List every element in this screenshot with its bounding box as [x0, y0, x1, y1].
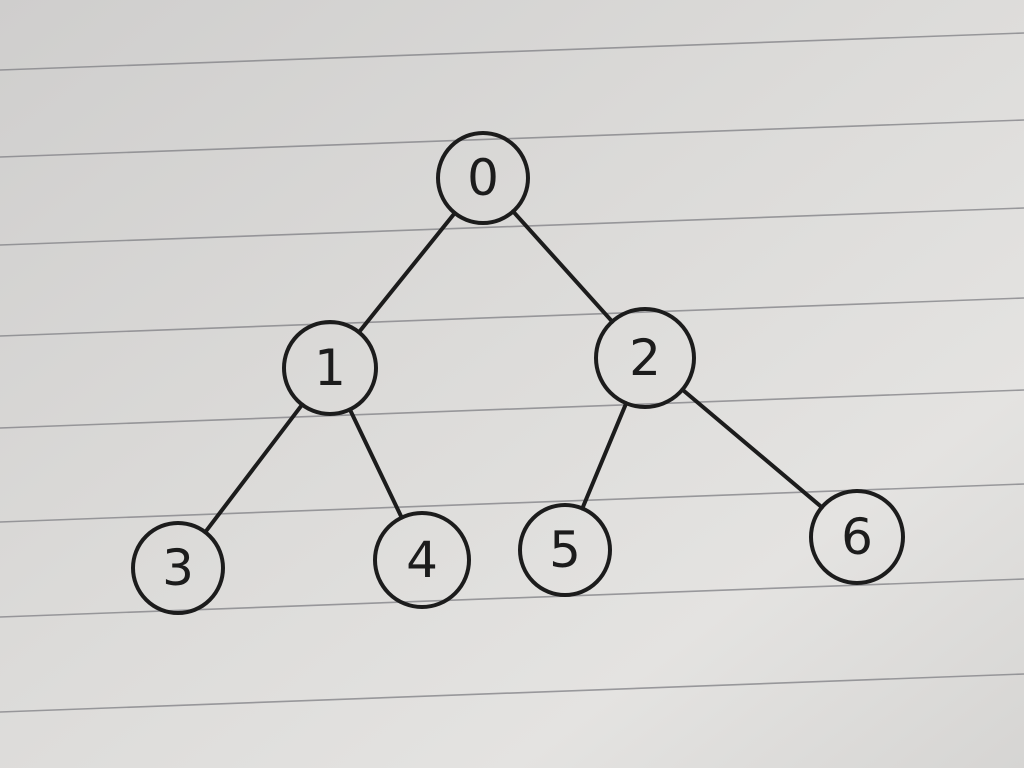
node-circle	[131, 521, 225, 615]
tree-edges	[203, 209, 824, 535]
edge-2-5	[580, 401, 629, 511]
edge-1-3	[203, 402, 305, 535]
node-label: 3	[162, 539, 194, 597]
edge-2-6	[680, 387, 824, 510]
node-circle	[809, 489, 905, 585]
node-circle	[594, 307, 696, 409]
rule-line	[0, 389, 1024, 429]
edge-1-4	[347, 407, 404, 520]
tree-node-0: 0	[436, 131, 530, 225]
tree-node-4: 4	[373, 511, 471, 609]
node-circle	[518, 503, 612, 597]
node-label: 2	[629, 329, 661, 387]
edge-0-2	[511, 209, 615, 324]
tree-node-5: 5	[518, 503, 612, 597]
tree-node-3: 3	[131, 521, 225, 615]
rule-line	[0, 207, 1024, 246]
tree-node-1: 1	[282, 320, 378, 416]
tree-node-2: 2	[594, 307, 696, 409]
node-circle	[373, 511, 471, 609]
tree-nodes: 0 1 2 3 4 5 6	[131, 131, 905, 615]
node-label: 4	[406, 531, 438, 589]
node-circle	[436, 131, 530, 225]
node-circle	[282, 320, 378, 416]
tree-node-6: 6	[809, 489, 905, 585]
rule-line	[0, 32, 1024, 71]
node-label: 0	[467, 149, 499, 207]
node-label: 5	[549, 521, 581, 579]
rule-line	[0, 673, 1024, 713]
node-label: 1	[314, 339, 346, 397]
node-label: 6	[841, 508, 873, 566]
rule-line	[0, 297, 1024, 337]
rule-line	[0, 119, 1024, 158]
edge-0-1	[356, 211, 457, 335]
